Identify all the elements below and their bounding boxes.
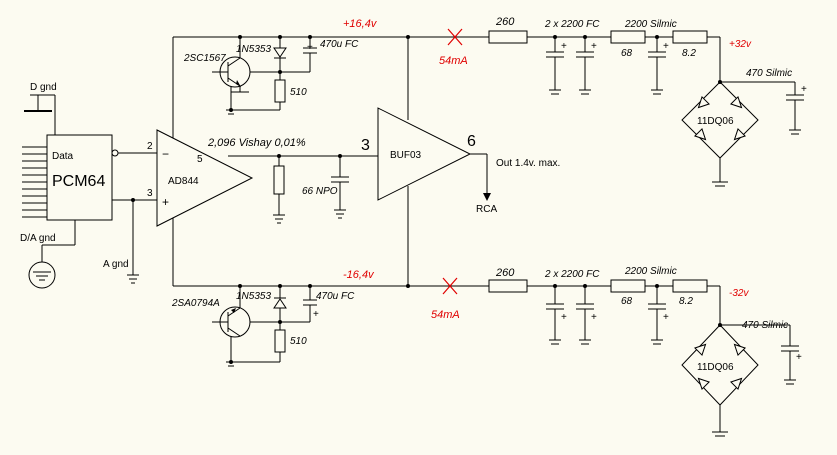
bottom-cut-mark	[442, 277, 458, 295]
cap470-bot-label: 470u FC	[316, 291, 355, 302]
q-bot-label: 2SA0794A	[171, 298, 220, 309]
caps-top-label: 2 x 2200 FC	[544, 19, 600, 30]
bridge-bot-label: 11DQ06	[697, 362, 734, 373]
pcm-outputs	[111, 149, 157, 284]
pos-current-label: 54mA	[439, 55, 468, 67]
r260-top-label: 260	[495, 16, 515, 28]
silmic-top-label: 2200 Silmic	[624, 19, 677, 30]
buf03-label: BUF03	[390, 150, 422, 161]
ad844-pin5: 5	[197, 154, 203, 165]
neg-current-label: 54mA	[431, 309, 460, 321]
cap470-bot-plus: +	[313, 309, 319, 320]
bottom-rail	[408, 279, 721, 345]
plus-c6: +	[591, 312, 597, 323]
ad844-plus: +	[162, 195, 169, 209]
plus-c3: +	[663, 41, 669, 52]
a-gnd-label: A gnd	[103, 259, 129, 270]
pcm64-chip: Data PCM64	[22, 134, 113, 221]
r68-bot-label: 68	[621, 296, 633, 307]
r68-top-label: 68	[621, 48, 633, 59]
output-arrow-icon	[483, 193, 491, 201]
ad844-pin2: 2	[147, 141, 153, 152]
bridge-top-label: 11DQ06	[697, 116, 734, 127]
neg-rail-label: -16,4v	[343, 269, 375, 281]
plus-c7: +	[663, 312, 669, 323]
r510-top-label: 510	[290, 87, 307, 98]
silmic470-top-label: 470 Silmic	[746, 68, 792, 79]
pos-rail-label: +16,4v	[343, 18, 378, 30]
top-regulator	[212, 37, 317, 115]
buf03-buffer: BUF03 3 6	[361, 107, 476, 201]
d-gnd-label: D gnd	[30, 82, 57, 93]
plus-c5: +	[561, 312, 567, 323]
plus-c8: +	[796, 352, 802, 363]
r82-top-label: 8.2	[682, 48, 696, 59]
pcm64-label: PCM64	[52, 173, 105, 190]
zener-bot-label: 1N5353	[236, 291, 271, 302]
plus-c2: +	[591, 41, 597, 52]
plus-c4: +	[801, 84, 807, 95]
d-gnd: D gnd	[24, 82, 57, 135]
plus-c1: +	[561, 41, 567, 52]
data-label: Data	[52, 151, 74, 162]
npo-label: 66 NPO	[302, 186, 338, 197]
bottom-regulator	[212, 286, 317, 367]
out-label: Out 1.4v. max.	[496, 158, 560, 169]
ad844-output	[228, 155, 378, 224]
cap470-top-label: 470u FC	[320, 39, 359, 50]
vishay-label: 2,096 Vishay 0,01%	[207, 137, 306, 149]
ad844-opamp: − + AD844 2 3 5	[147, 129, 254, 227]
buf03-pin3: 3	[361, 137, 370, 154]
ad844-pin3: 3	[147, 188, 153, 199]
caps-bot-label: 2 x 2200 FC	[544, 269, 600, 280]
r82-bot-label: 8.2	[679, 296, 693, 307]
output-line	[470, 153, 488, 193]
ad844-supply	[172, 36, 408, 287]
ad844-minus: −	[162, 147, 169, 161]
buf03-pin6: 6	[467, 133, 476, 150]
silmic-bot-label: 2200 Silmic	[624, 266, 677, 277]
r260-bot-label: 260	[495, 267, 515, 279]
rca-label: RCA	[476, 204, 497, 215]
q-top-label: 2SC1567	[183, 53, 226, 64]
da-gnd: D/A gnd	[20, 220, 76, 289]
cap470-top-plus: +	[307, 42, 313, 53]
top-cut-mark	[447, 28, 463, 46]
ad844-label: AD844	[168, 176, 199, 187]
top-rail	[408, 30, 721, 95]
v32-pos-label: +32v	[729, 39, 752, 50]
v32-neg-label: -32v	[729, 288, 749, 299]
r510-bot-label: 510	[290, 336, 307, 347]
zener-top-label: 1N5353	[236, 44, 271, 55]
da-gnd-label: D/A gnd	[20, 233, 56, 244]
silmic470-bot-label: 470 Silmic	[742, 320, 788, 331]
